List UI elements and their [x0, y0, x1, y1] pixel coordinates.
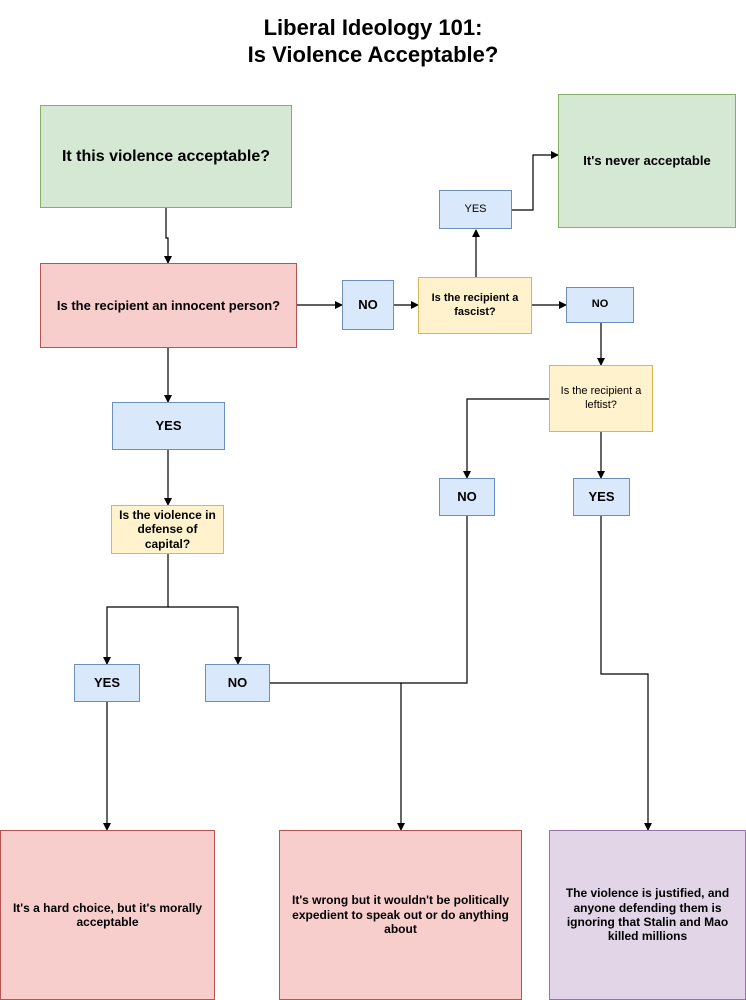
edge-no-to-wrong-but	[270, 682, 405, 831]
node-fascist-no: NO	[566, 287, 634, 323]
node-fascist-question: Is the recipient a fascist?	[418, 277, 532, 334]
node-capital-yes: YES	[74, 664, 140, 702]
edge-capital-to-yes	[103, 554, 169, 665]
edge-start-to-innocent	[164, 208, 172, 264]
title-line-1: Liberal Ideology 101:	[263, 15, 483, 40]
edge-leftist-no-to-wrong-but	[401, 516, 468, 684]
node-leftist-question: Is the recipient a leftist?	[549, 365, 653, 432]
node-innocent-question: Is the recipient an innocent person?	[40, 263, 297, 348]
edge-yes-to-justified	[600, 516, 652, 831]
node-violence-justified: The violence is justified, and anyone de…	[549, 830, 746, 1000]
title-line-2: Is Violence Acceptable?	[247, 42, 499, 67]
node-leftist-yes: YES	[573, 478, 630, 516]
node-capital-no: NO	[205, 664, 270, 702]
node-wrong-but-expedient: It's wrong but it wouldn't be politicall…	[279, 830, 522, 1000]
node-innocent-no: NO	[342, 280, 394, 330]
node-capital-question: Is the violence in defense of capital?	[111, 505, 224, 554]
edge-capital-to-no	[168, 606, 242, 665]
node-start-question: It this violence acceptable?	[40, 105, 292, 208]
node-fascist-yes: YES	[439, 190, 512, 229]
node-leftist-no: NO	[439, 478, 495, 516]
edge-yes-to-never	[512, 151, 559, 211]
node-never-acceptable: It's never acceptable	[558, 94, 736, 228]
node-innocent-yes: YES	[112, 402, 225, 450]
page-title: Liberal Ideology 101: Is Violence Accept…	[0, 14, 746, 68]
edge-leftist-to-no	[463, 398, 549, 479]
node-hard-choice: It's a hard choice, but it's morally acc…	[0, 830, 215, 1000]
